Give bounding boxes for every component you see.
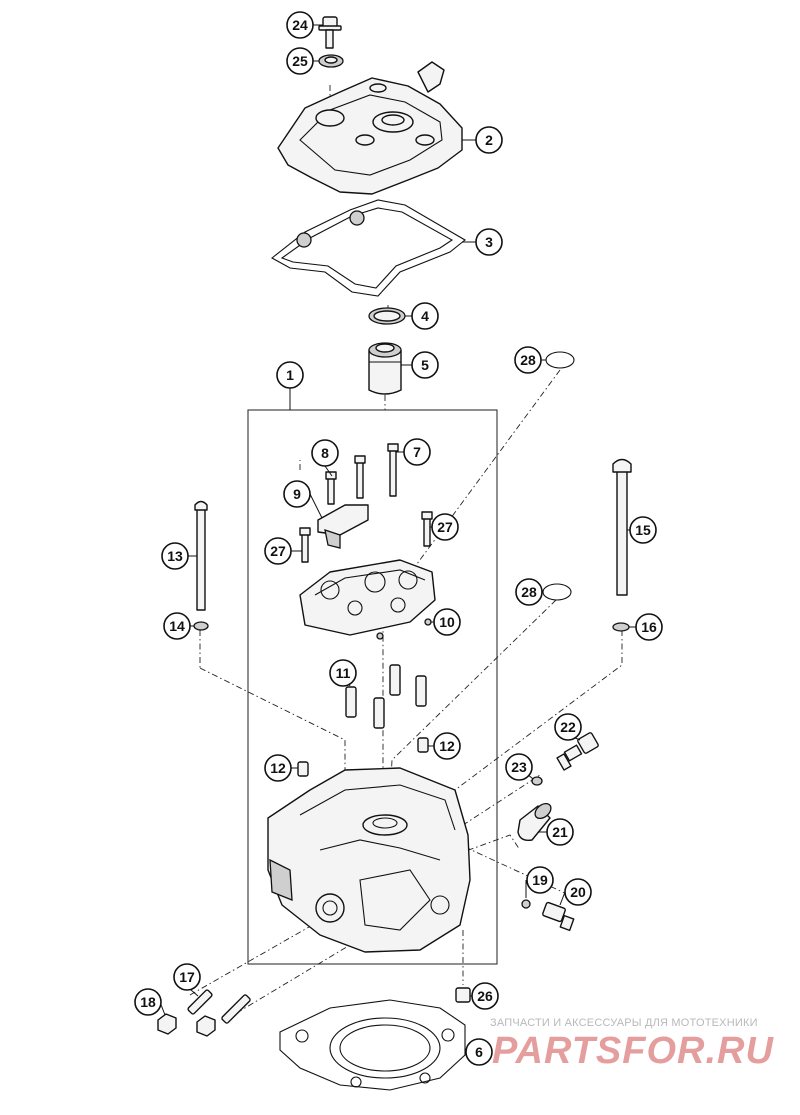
part-15-stud [612, 458, 632, 596]
callout-21: 21 [546, 818, 574, 846]
callout-27-right: 27 [431, 513, 459, 541]
callout-5: 5 [411, 351, 439, 379]
callout-19-label: 19 [532, 872, 548, 888]
callout-23: 23 [505, 753, 533, 781]
callout-28-top: 28 [514, 346, 542, 374]
callout-17: 17 [173, 963, 201, 991]
callout-27-right-label: 27 [437, 519, 453, 535]
callout-12-right: 12 [433, 732, 461, 760]
part-5-plug [368, 342, 402, 395]
callout-16: 16 [635, 613, 663, 641]
part-27-bolts [299, 511, 433, 563]
callout-18: 18 [134, 988, 162, 1016]
callout-19: 19 [526, 866, 554, 894]
part-17-studs [187, 989, 251, 1024]
callout-10-label: 10 [439, 614, 455, 630]
part-18-nuts [157, 1013, 216, 1037]
part-11-sleeves [345, 664, 427, 729]
part-7-bolt [387, 443, 399, 497]
callout-27-left-label: 27 [270, 543, 286, 559]
part-26-dowel [455, 987, 471, 1003]
callout-26: 26 [471, 982, 499, 1010]
part-13-stud [194, 500, 208, 611]
callout-22: 22 [554, 713, 582, 741]
watermark-caption: ЗАПЧАСТИ И АКСЕССУАРЫ ДЛЯ МОТОТЕХНИКИ [490, 1017, 758, 1029]
callout-3-label: 3 [485, 234, 493, 250]
callout-4: 4 [411, 302, 439, 330]
cylinder-head [267, 767, 471, 953]
part-28-o-rings [542, 351, 575, 601]
callout-1-label: 1 [286, 367, 294, 383]
part-16-washer [612, 622, 630, 632]
callout-5-label: 5 [421, 357, 429, 373]
part-14-washer [193, 621, 209, 631]
callout-20: 20 [564, 878, 592, 906]
part-2-valve-cover [277, 61, 463, 195]
callout-9: 9 [283, 480, 311, 508]
callout-15: 15 [629, 516, 657, 544]
callout-14-label: 14 [169, 618, 185, 634]
callout-28-bottom: 28 [515, 578, 543, 606]
callout-4-label: 4 [421, 308, 429, 324]
callout-1: 1 [276, 361, 304, 389]
callout-26-label: 26 [477, 988, 493, 1004]
callout-7-label: 7 [413, 444, 421, 460]
part-8-bolts [325, 455, 366, 505]
callout-8: 8 [311, 439, 339, 467]
callout-15-label: 15 [635, 522, 651, 538]
callout-12-left: 12 [264, 754, 292, 782]
callout-28-top-label: 28 [520, 352, 536, 368]
callout-12-right-label: 12 [439, 738, 455, 754]
part-24-bolt [318, 16, 342, 49]
part-22-sensor [556, 732, 599, 771]
callout-12-left-label: 12 [270, 760, 286, 776]
callout-2-label: 2 [485, 132, 493, 148]
callout-20-label: 20 [570, 884, 586, 900]
callout-13: 13 [161, 542, 189, 570]
callout-10: 10 [433, 608, 461, 636]
callout-11: 11 [329, 659, 357, 687]
part-3-gasket [271, 199, 466, 297]
callout-14: 14 [163, 612, 191, 640]
part-25-seal-washer [318, 54, 344, 68]
callout-8-label: 8 [321, 445, 329, 461]
callout-6: 6 [465, 1038, 493, 1066]
part-4-o-ring [368, 307, 406, 325]
part-6-head-gasket [279, 999, 466, 1091]
assembly-frame [247, 409, 498, 965]
callout-28-bottom-label: 28 [521, 584, 537, 600]
part-19-washer [521, 899, 531, 909]
callout-9-label: 9 [293, 486, 301, 502]
part-9-bracket [317, 504, 369, 549]
part-20-temp-sensor [542, 901, 575, 932]
callout-27-left: 27 [264, 537, 292, 565]
callout-24-label: 24 [292, 17, 308, 33]
watermark-brand: PARTSFOR.RU [492, 1030, 774, 1072]
callout-22-label: 22 [560, 719, 576, 735]
callout-13-label: 13 [167, 548, 183, 564]
callout-17-label: 17 [179, 969, 195, 985]
part-12-dowels [297, 737, 429, 777]
part-21-fitting [517, 802, 552, 842]
callout-25: 25 [286, 47, 314, 75]
callout-24: 24 [286, 11, 314, 39]
callout-21-label: 21 [552, 824, 568, 840]
callout-6-label: 6 [475, 1044, 483, 1060]
part-23-washer [531, 776, 543, 786]
callout-7: 7 [403, 438, 431, 466]
callout-18-label: 18 [140, 994, 156, 1010]
callout-16-label: 16 [641, 619, 657, 635]
callout-2: 2 [475, 126, 503, 154]
callout-3: 3 [475, 228, 503, 256]
callout-11-label: 11 [336, 665, 351, 681]
callout-23-label: 23 [511, 759, 527, 775]
callout-25-label: 25 [292, 53, 308, 69]
camshaft-carrier [299, 559, 436, 640]
